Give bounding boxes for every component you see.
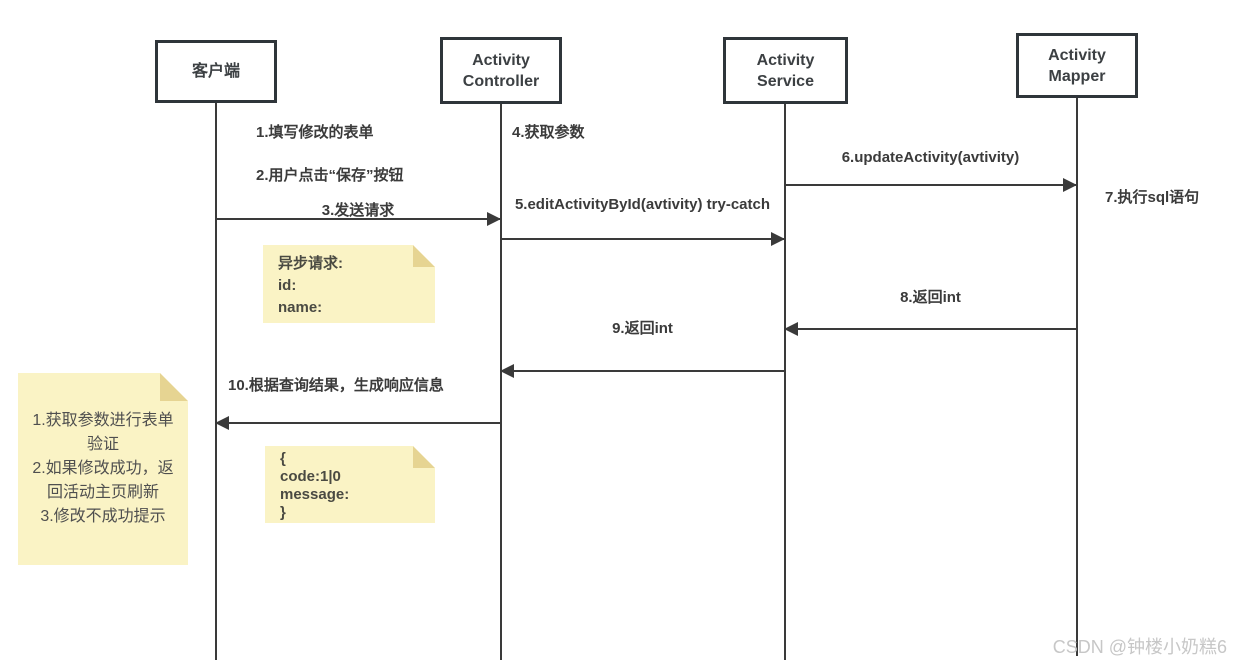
lifeline-activity-controller [500,104,502,660]
message-label-2: 2.用户点击“保存”按钮 [256,167,404,184]
actor-label-activity-controller: Activity Controller [462,51,540,90]
note-async-request-text: 异步请求: id: name: [278,255,343,316]
lifeline-client [215,103,217,660]
message-label-5: 5.editActivityById(avtivity) try-catch [514,196,771,213]
arrow-edit-activity [501,232,785,246]
message-label-4: 4.获取参数 [512,124,585,141]
lifeline-activity-mapper [1076,98,1078,656]
note-validation-steps-text: 1.获取参数进行表单 验证 2.如果修改成功，返 回活动主页刷新 3.修改不成功… [32,412,174,525]
note-fold-icon [160,373,188,401]
actor-label-activity-mapper: Activity Mapper [1048,46,1106,85]
arrow-generate-response [215,416,500,430]
arrow-send-request [216,212,501,226]
arrowhead-left-icon [500,364,514,378]
note-async-request: 异步请求: id: name: [263,245,435,323]
watermark-text: CSDN @钟楼小奶糕6 [1052,637,1227,657]
actor-box-activity-service: Activity Service [723,37,848,104]
note-response-json-text: { code:1|0 message: } [280,450,350,521]
arrowhead-right-icon [487,212,501,226]
arrowhead-right-icon [771,232,785,246]
message-label-8: 8.返回int [900,289,961,306]
note-fold-icon [413,446,435,468]
arrow-update-activity [785,178,1077,192]
arrow-return-int-service [500,364,784,378]
note-fold-icon [413,245,435,267]
actor-box-client: 客户端 [155,40,277,103]
message-label-3: 3.发送请求 [321,202,395,219]
actor-box-activity-controller: Activity Controller [440,37,562,104]
actor-label-activity-service: Activity Service [756,51,815,90]
message-label-7: 7.执行sql语句 [1105,189,1200,206]
arrow-return-int-mapper [784,322,1076,336]
arrowhead-left-icon [215,416,229,430]
message-label-9: 9.返回int [612,320,673,337]
message-label-6: 6.updateActivity(avtivity) [841,149,1020,166]
note-validation-steps: 1.获取参数进行表单 验证 2.如果修改成功，返 回活动主页刷新 3.修改不成功… [18,373,188,565]
message-label-10: 10.根据查询结果，生成响应信息 [228,377,444,394]
note-response-json: { code:1|0 message: } [265,446,435,523]
lifeline-activity-service [784,104,786,660]
arrowhead-right-icon [1063,178,1077,192]
message-label-1: 1.填写修改的表单 [256,124,374,141]
arrowhead-left-icon [784,322,798,336]
actor-box-activity-mapper: Activity Mapper [1016,33,1138,98]
actor-label-client: 客户端 [191,63,240,80]
